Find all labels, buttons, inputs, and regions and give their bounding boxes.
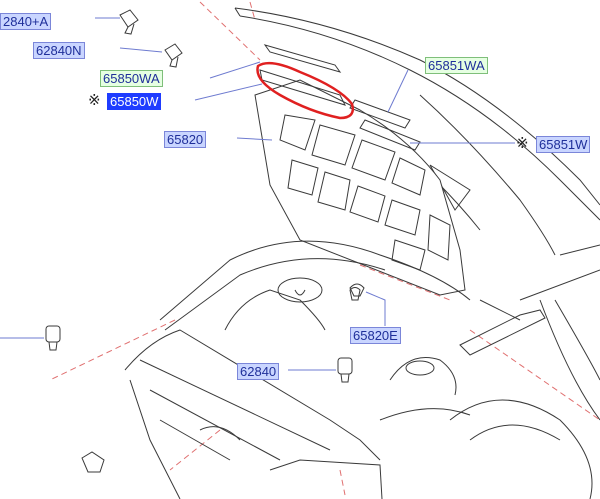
part-label-65820[interactable]: 65820 [164, 131, 207, 148]
part-label-2840a[interactable]: 2840+A [0, 13, 52, 30]
asterisk-mark: ※ [88, 91, 101, 109]
part-label-62840n[interactable]: 62840N [33, 42, 85, 59]
part-label-65820e[interactable]: 65820E [350, 327, 401, 344]
part-label-65851w[interactable]: 65851W [536, 136, 591, 153]
part-label-65850w[interactable]: 65850W [107, 93, 162, 110]
part-label-65850wa[interactable]: 65850WA [100, 70, 163, 87]
part-label-62840[interactable]: 62840 [237, 363, 280, 380]
asterisk-mark: ※ [516, 134, 529, 152]
part-label-65851wa[interactable]: 65851WA [425, 57, 488, 74]
